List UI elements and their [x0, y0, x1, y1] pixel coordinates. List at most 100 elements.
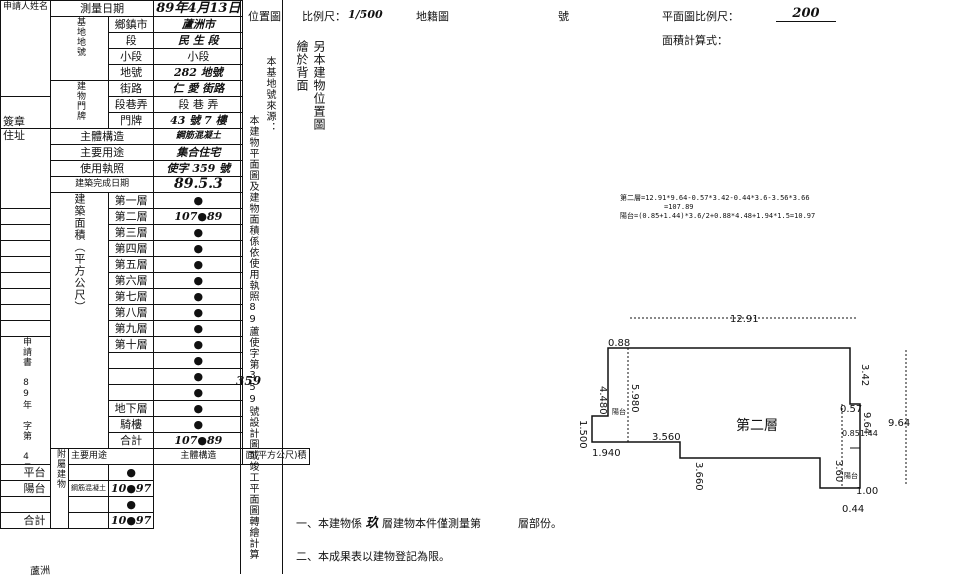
floor-value: ● [153, 384, 244, 401]
floor-plan-drawing: 第二層 陽台 陽台 12.91 0.88 4.480 5.980 1.500 1… [577, 314, 910, 515]
dim-inner-right: 9.64 [861, 412, 872, 434]
area-formula: 第二層=12.91*9.64-0.57*3.42-0.44*3.6-3.56*3… [620, 194, 815, 221]
scale-value: 1/500 [348, 8, 383, 21]
completion-label: 建築完成日期 [50, 176, 155, 193]
attached-row-label: 合計 [0, 512, 70, 529]
dim-top-left: 0.88 [608, 338, 630, 349]
attached-row-label [0, 496, 70, 513]
blank-cell [0, 240, 52, 257]
floor-value: ● [153, 416, 244, 433]
floor-outline [591, 347, 861, 489]
dim-right-height: 9.64 [888, 418, 910, 429]
floor-label: 第九層 [108, 320, 155, 337]
plan-scale-value: 200 [776, 6, 836, 22]
lane-value: 段 巷 弄 [153, 96, 244, 113]
section-label: 段 [108, 32, 155, 49]
dim-bottom-right: 0.44 [842, 504, 864, 515]
floor-label: 第八層 [108, 304, 155, 321]
attached-row-value: 10●97 [108, 480, 155, 497]
lot-label: 基地地號 [50, 16, 110, 81]
blank-cell [0, 288, 52, 305]
right-divider [282, 0, 283, 574]
floor-value: ● [153, 368, 244, 385]
lot-no-value: 282 地號 [153, 64, 244, 81]
subsection-value: 小段 [153, 48, 244, 65]
application-cell: 申請書 89年 字第 4月 01553 號日 [0, 336, 52, 465]
char-label: 字第 [21, 421, 32, 441]
township-value: 蘆洲市 [153, 16, 244, 33]
bottom-note-2: 二、本成果表以建物登記為限。 [296, 550, 450, 563]
floor-label: 第十層 [108, 336, 155, 353]
middle-divider [240, 0, 241, 574]
lot-no-label: 地號 [108, 64, 155, 81]
blank-cell [0, 224, 52, 241]
dim-left-height: 4.480 [597, 386, 608, 415]
no-label: 號 [558, 10, 569, 23]
area-label: 建築面積（平方公尺） [50, 192, 110, 449]
building-survey-table: 申請人姓名 測量日期 89年4月13日 基地地號 鄉鎮市 蘆洲市 段 民 生 段… [0, 0, 310, 529]
survey-date-label: 測量日期 [50, 0, 155, 17]
blank-cell [0, 256, 52, 273]
attached-row-value: ● [108, 464, 155, 481]
floor-label [108, 368, 155, 385]
bottom-note-1: 一、本建物係 玖 層建物本件僅測量第 層部份。 [296, 512, 562, 531]
applicant-name-cell: 申請人姓名 [0, 0, 52, 97]
door-label: 建物門牌 [50, 80, 110, 129]
total-label: 合計 [108, 432, 155, 449]
floor-label: 第七層 [108, 288, 155, 305]
dim-right-depth: 3.60 [833, 460, 844, 482]
attached-row-structure [68, 512, 110, 529]
structure-value: 鋼筋混凝土 [153, 128, 244, 145]
floor-label: 第四層 [108, 240, 155, 257]
dim-bottom-depth: 3.660 [693, 462, 704, 491]
area-calc-label: 面積計算式： [662, 34, 728, 47]
dim-right-small-2: 1.44 [860, 429, 878, 438]
attached-usage-header: 主要用途 [68, 448, 155, 465]
section-value: 民 生 段 [153, 32, 244, 49]
floor-value: ● [153, 192, 244, 209]
license-handwritten: 359 [236, 374, 262, 388]
attached-row-structure [68, 464, 110, 481]
blank-cell [0, 272, 52, 289]
subsection-label: 小段 [108, 48, 155, 65]
dim-step-width: 1.940 [592, 448, 621, 459]
floor-label: 第六層 [108, 272, 155, 289]
dim-right-small: 0.85 [842, 429, 860, 438]
attached-row-structure [68, 496, 110, 513]
plan-floor-label: 第二層 [736, 417, 778, 434]
side-note: 另本建物位置圖繪於背面 [295, 40, 326, 131]
note1-prefix: 一、本建物係 [296, 517, 362, 530]
floor-value: ● [153, 304, 244, 321]
floor-label: 第一層 [108, 192, 155, 209]
dim-right-bottom: 1.00 [856, 486, 878, 497]
door-no-label: 門牌 [108, 112, 155, 129]
blank-cell [0, 320, 52, 337]
location-label: 位置圖 [248, 10, 281, 23]
plan-balcony-label: 陽台 [612, 407, 626, 416]
floor-value: ● [153, 336, 244, 353]
dim-step-height: 1.500 [577, 420, 588, 449]
formula-line: 陽台=(0.85+1.44)*3.6/2+0.88*4.48+1.94*1.5=… [620, 212, 816, 220]
address-cell: 住址 [0, 128, 52, 209]
note1-suffix: 層部份。 [518, 517, 563, 530]
note1-mid: 層建物本件僅測量第 [382, 517, 482, 530]
floor-label: 地下層 [108, 400, 155, 417]
door-no-value: 43 號 7 樓 [153, 112, 244, 129]
plan-scale-label: 平面圖比例尺： [662, 10, 739, 23]
attached-row-structure: 鋼筋混凝土 [68, 480, 110, 497]
floor-value: 107●89 [153, 208, 244, 225]
dim-right-notch: 0.57 [840, 404, 862, 415]
completion-value: 89.5.3 [153, 176, 244, 193]
total-value: 107●89 [153, 432, 244, 449]
plan-balcony-label: 陽台 [844, 471, 858, 480]
street-label: 街路 [108, 80, 155, 97]
floor-label [108, 352, 155, 369]
structure-label: 主體構造 [50, 128, 155, 145]
scale-label: 比例尺： [302, 10, 346, 23]
formula-line: 第二層=12.91*9.64-0.57*3.42-0.44*3.6-3.56*3… [620, 194, 810, 202]
floor-label: 騎樓 [108, 416, 155, 433]
usage-label: 主要用途 [50, 144, 155, 161]
cadastral-label: 地籍圖 [416, 10, 449, 23]
floor-label: 第五層 [108, 256, 155, 273]
